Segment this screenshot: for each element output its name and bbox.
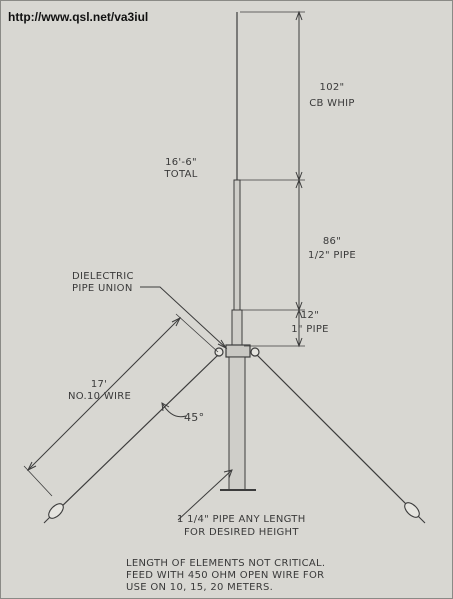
one-inch-pipe [231, 309, 243, 347]
radial-right [256, 354, 411, 509]
wire-length-label: 17' [90, 379, 108, 390]
half-pipe-name-label: 1/2" PIPE [308, 250, 356, 261]
dielectric-union [225, 344, 251, 358]
total-word-label: TOTAL [164, 169, 198, 180]
half-inch-pipe [233, 179, 241, 311]
insulator-right [250, 347, 260, 357]
dielectric-label-line1: DIELECTRIC [72, 271, 134, 282]
radial-left [57, 354, 219, 511]
one-pipe-name-label: 1" PIPE [291, 324, 329, 335]
whip-name-label: CB WHIP [309, 98, 355, 109]
angle-label: 45° [184, 411, 205, 424]
mast-label-line2: FOR DESIRED HEIGHT [184, 527, 299, 538]
insulator-left [214, 347, 224, 357]
note-line3: USE ON 10, 15, 20 METERS. [126, 582, 274, 593]
whip-length-label: 102" [319, 82, 345, 93]
note-line1: LENGTH OF ELEMENTS NOT CRITICAL. [126, 558, 326, 569]
mast-label-line1: 1 1/4" PIPE ANY LENGTH [177, 514, 306, 525]
watermark-url: http://www.qsl.net/va3iul [8, 10, 149, 24]
half-pipe-length-label: 86" [322, 236, 342, 247]
wire-name-label: NO.10 WIRE [68, 391, 132, 402]
one-pipe-length-label: 12" [300, 310, 320, 321]
total-length-label: 16'-6" [165, 157, 197, 168]
note-line2: FEED WITH 450 OHM OPEN WIRE FOR [126, 570, 325, 581]
dielectric-label-line2: PIPE UNION [72, 283, 133, 294]
